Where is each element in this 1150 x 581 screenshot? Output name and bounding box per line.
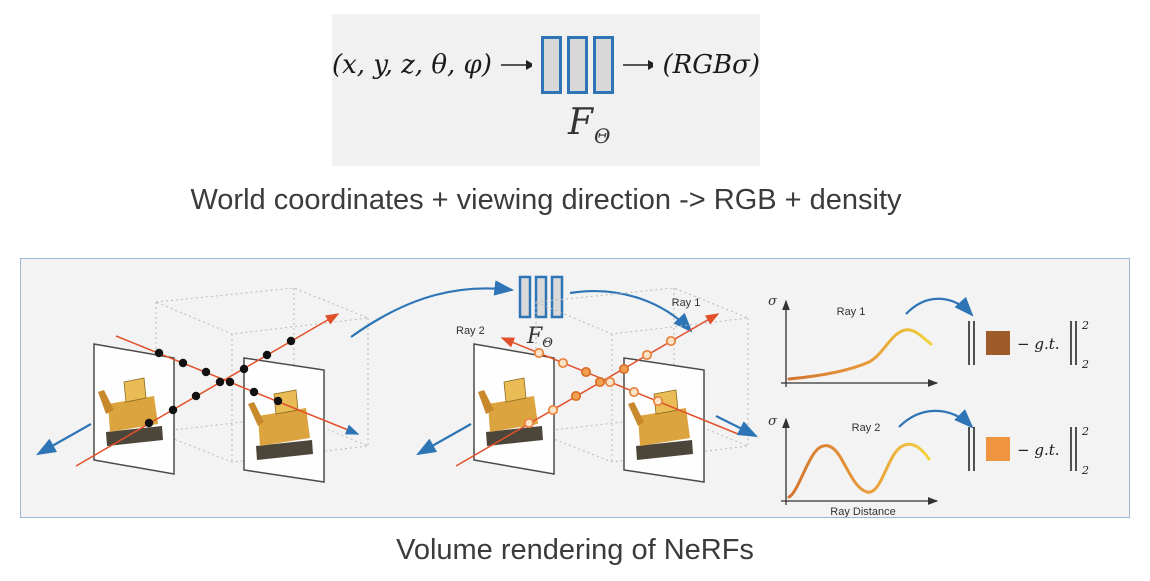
sigma-axis-label: σ — [768, 294, 778, 309]
camera-axis-arrow-left — [36, 423, 92, 456]
loss-exponent: 2 — [1081, 319, 1089, 332]
scene-ray-sampling — [36, 287, 369, 483]
formula-output: (RGBσ) — [662, 50, 760, 80]
density-plot-ray2: σ Ray 2 Ray Distance — [768, 414, 939, 517]
arrow-right-icon — [500, 60, 532, 70]
loss-exponent: 2 — [1081, 425, 1089, 438]
arrow-scene-to-network — [350, 280, 515, 338]
minus-gt-label: − g.t. — [1017, 335, 1060, 353]
arrow-right-icon — [622, 60, 654, 70]
bulldozer-image-2 — [628, 389, 693, 460]
mlp-layer-block — [540, 36, 562, 94]
caption-io-mapping: World coordinates + viewing direction ->… — [190, 184, 902, 216]
ray1-label: Ray 1 — [672, 297, 701, 309]
camera-axis-arrow-right — [715, 415, 758, 437]
plot-title-ray1: Ray 1 — [837, 306, 866, 318]
ray-distance-axis-label: Ray Distance — [830, 506, 895, 517]
formula-input: (x, y, z, θ, φ) — [332, 50, 492, 80]
arrow-network-to-scene — [569, 289, 693, 333]
mlp-network-icon — [540, 36, 614, 94]
arrow-plot1-to-loss1 — [905, 296, 974, 317]
dashed-bounding-cube — [155, 287, 369, 335]
volume-rendering-diagram: FΘ — [36, 275, 1089, 517]
loss-subscript: 2 — [1081, 358, 1089, 371]
sigma-axis-label: σ — [768, 414, 778, 429]
volume-rendering-figure: FΘ — [20, 258, 1130, 518]
arrow-plot2-to-loss2 — [898, 409, 974, 429]
ray-sample-points-black — [144, 336, 296, 428]
network-function-label: FΘ — [568, 102, 610, 148]
scene-ray-query: Ray 2 Ray 1 — [416, 287, 758, 483]
ray2-label: Ray 2 — [456, 325, 485, 337]
rendered-color-swatch-ray2 — [986, 437, 1010, 461]
caption-volume-rendering: Volume rendering of NeRFs — [396, 534, 754, 566]
rendered-color-swatch-ray1 — [986, 331, 1010, 355]
loss-term-ray2: − g.t. 2 2 — [968, 425, 1089, 477]
density-curve-ray2 — [787, 442, 931, 499]
loss-term-ray1: − g.t. 2 2 — [968, 319, 1089, 371]
camera-axis-arrow-left — [416, 423, 472, 456]
density-plot-ray1: σ Ray 1 — [768, 294, 939, 387]
dashed-bounding-cube — [535, 287, 749, 335]
mlp-layer-block — [566, 36, 588, 94]
nerf-formula-panel: (x, y, z, θ, φ) (RGBσ) FΘ — [332, 14, 760, 166]
plot-title-ray2: Ray 2 — [852, 422, 881, 434]
minus-gt-label: − g.t. — [1017, 441, 1060, 459]
mlp-layer-block — [592, 36, 614, 94]
network-function-label-figure: FΘ — [526, 324, 553, 351]
loss-subscript: 2 — [1081, 464, 1089, 477]
ray-sample-points-orange — [523, 335, 677, 429]
f-symbol: F — [568, 102, 593, 143]
density-curve-ray1 — [787, 328, 933, 381]
theta-subscript: Θ — [593, 124, 611, 148]
formula-row: (x, y, z, θ, φ) (RGBσ) — [332, 14, 760, 94]
f-symbol: F — [526, 324, 543, 349]
theta-subscript: Θ — [542, 336, 553, 351]
network-icon-figure: FΘ — [350, 275, 693, 351]
